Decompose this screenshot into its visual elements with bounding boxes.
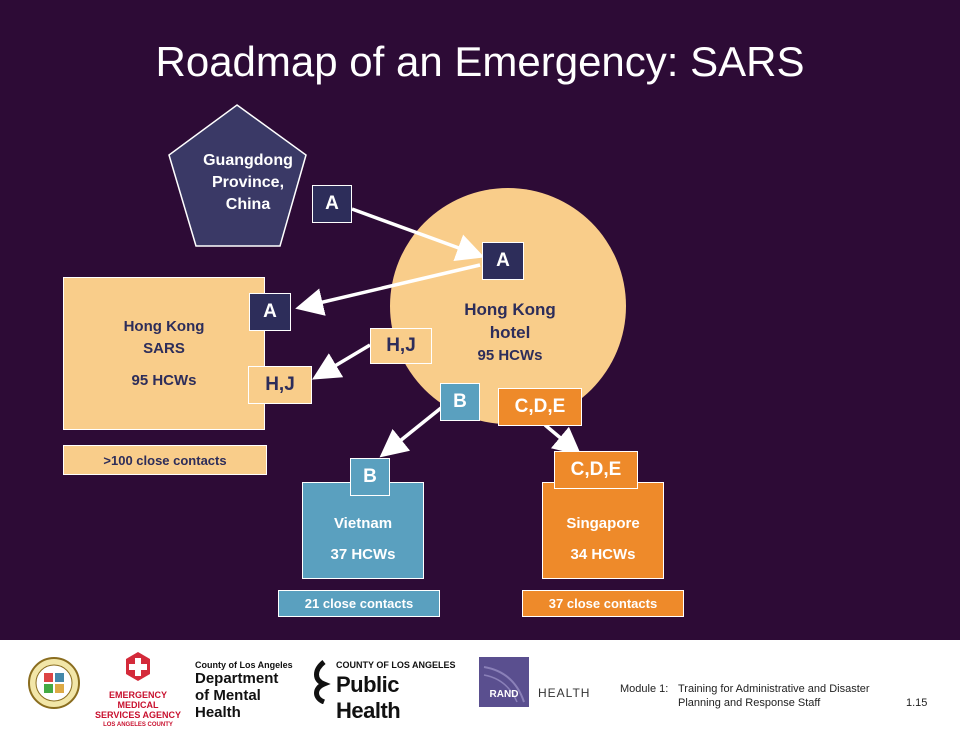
ems-line-2: SERVICES AGENCY xyxy=(94,710,182,720)
arrow-hotel-to-vietnam xyxy=(379,406,443,458)
module-label: Module 1: xyxy=(620,683,669,695)
vietnam-hcws: 37 HCWs xyxy=(330,545,396,563)
singapore-box: Singapore 34 HCWs xyxy=(542,482,664,579)
public-health-emblem-icon xyxy=(314,660,331,704)
module-text-line-2: Planning and Response Staff xyxy=(678,697,821,709)
public-health-logo: COUNTY OF LOS ANGELES Public Health xyxy=(312,658,462,723)
dmh-logo: County of Los Angeles Department of Ment… xyxy=(195,660,305,721)
health-label: HEALTH xyxy=(538,686,591,700)
page-number: 1.15 xyxy=(906,697,928,709)
module-text-line-1: Training for Administrative and Disaster xyxy=(678,683,870,695)
slide: Roadmap of an Emergency: SARS Guangdong … xyxy=(0,0,960,640)
dmh-line-1: County of Los Angeles xyxy=(195,660,293,670)
county-seal-icon xyxy=(28,657,80,709)
tag-hj-hk-sars: H,J xyxy=(248,366,312,404)
rand-logo-square: RAND xyxy=(479,657,529,707)
ems-line-3: LOS ANGELES COUNTY xyxy=(103,722,173,728)
footer: EMERGENCY MEDICAL SERVICES AGENCY LOS AN… xyxy=(0,640,960,728)
guangdong-line-3: China xyxy=(225,196,271,213)
arrow-guangdong-to-hotel xyxy=(351,207,485,261)
tag-b-vietnam: B xyxy=(350,458,390,496)
dmh-line-3: of Mental Health xyxy=(195,687,261,721)
transmission-arrows xyxy=(295,207,582,458)
rand-arc-icon xyxy=(483,666,525,703)
guangdong-label: Guangdong Province, China xyxy=(180,148,316,218)
ph-line-2: Public Health xyxy=(336,672,401,723)
hk-sars-line-2: SARS xyxy=(143,339,185,357)
hk-hotel-circle xyxy=(390,188,626,424)
tag-cde-hotel: C,D,E xyxy=(498,388,582,426)
arrow-hj-to-hk-sars xyxy=(311,343,371,380)
ems-star-icon xyxy=(126,652,150,681)
ems-agency-logo: EMERGENCY MEDICAL SERVICES AGENCY LOS AN… xyxy=(88,650,188,728)
tag-a-hk-sars: A xyxy=(249,293,291,331)
tag-cde-singapore: C,D,E xyxy=(554,451,638,489)
tag-a-hotel: A xyxy=(482,242,524,280)
hk-sars-contacts: >100 close contacts xyxy=(63,445,267,475)
module-text: Training for Administrative and Disaster… xyxy=(678,682,898,710)
guangdong-line-2: Province, xyxy=(211,174,285,191)
guangdong-line-1: Guangdong xyxy=(203,152,293,169)
arrow-hotel-to-hk-sars xyxy=(295,263,481,316)
hk-sars-box: Hong Kong SARS 95 HCWs xyxy=(63,277,265,430)
tag-hj-hotel: H,J xyxy=(370,328,432,364)
hk-hotel-hcws: 95 HCWs xyxy=(477,347,543,364)
singapore-hcws: 34 HCWs xyxy=(570,545,636,563)
arrow-hotel-to-singapore xyxy=(543,423,582,456)
ems-line-1: EMERGENCY MEDICAL xyxy=(108,690,167,710)
rand-label: RAND xyxy=(489,689,519,700)
page-title: Roadmap of an Emergency: SARS xyxy=(155,38,805,85)
tag-a-guangdong: A xyxy=(312,185,352,223)
hk-hotel-line-2: hotel xyxy=(489,323,531,342)
guangdong-pentagon xyxy=(168,104,307,247)
ph-line-1: COUNTY OF LOS ANGELES xyxy=(336,660,456,670)
hk-hotel-label: Hong Kong hotel 95 HCWs xyxy=(420,293,600,373)
tag-b-hotel: B xyxy=(440,383,480,421)
vietnam-label: Vietnam xyxy=(333,514,393,532)
vietnam-contacts: 21 close contacts xyxy=(278,590,440,617)
county-seal-logo xyxy=(27,656,81,710)
dmh-line-2: Department xyxy=(195,670,279,687)
hk-sars-hcws: 95 HCWs xyxy=(131,371,197,389)
hk-hotel-line-1: Hong Kong xyxy=(464,300,556,319)
singapore-contacts: 37 close contacts xyxy=(522,590,684,617)
hk-sars-line-1: Hong Kong xyxy=(123,317,205,335)
vietnam-box: Vietnam 37 HCWs xyxy=(302,482,424,579)
singapore-label: Singapore xyxy=(566,514,640,532)
